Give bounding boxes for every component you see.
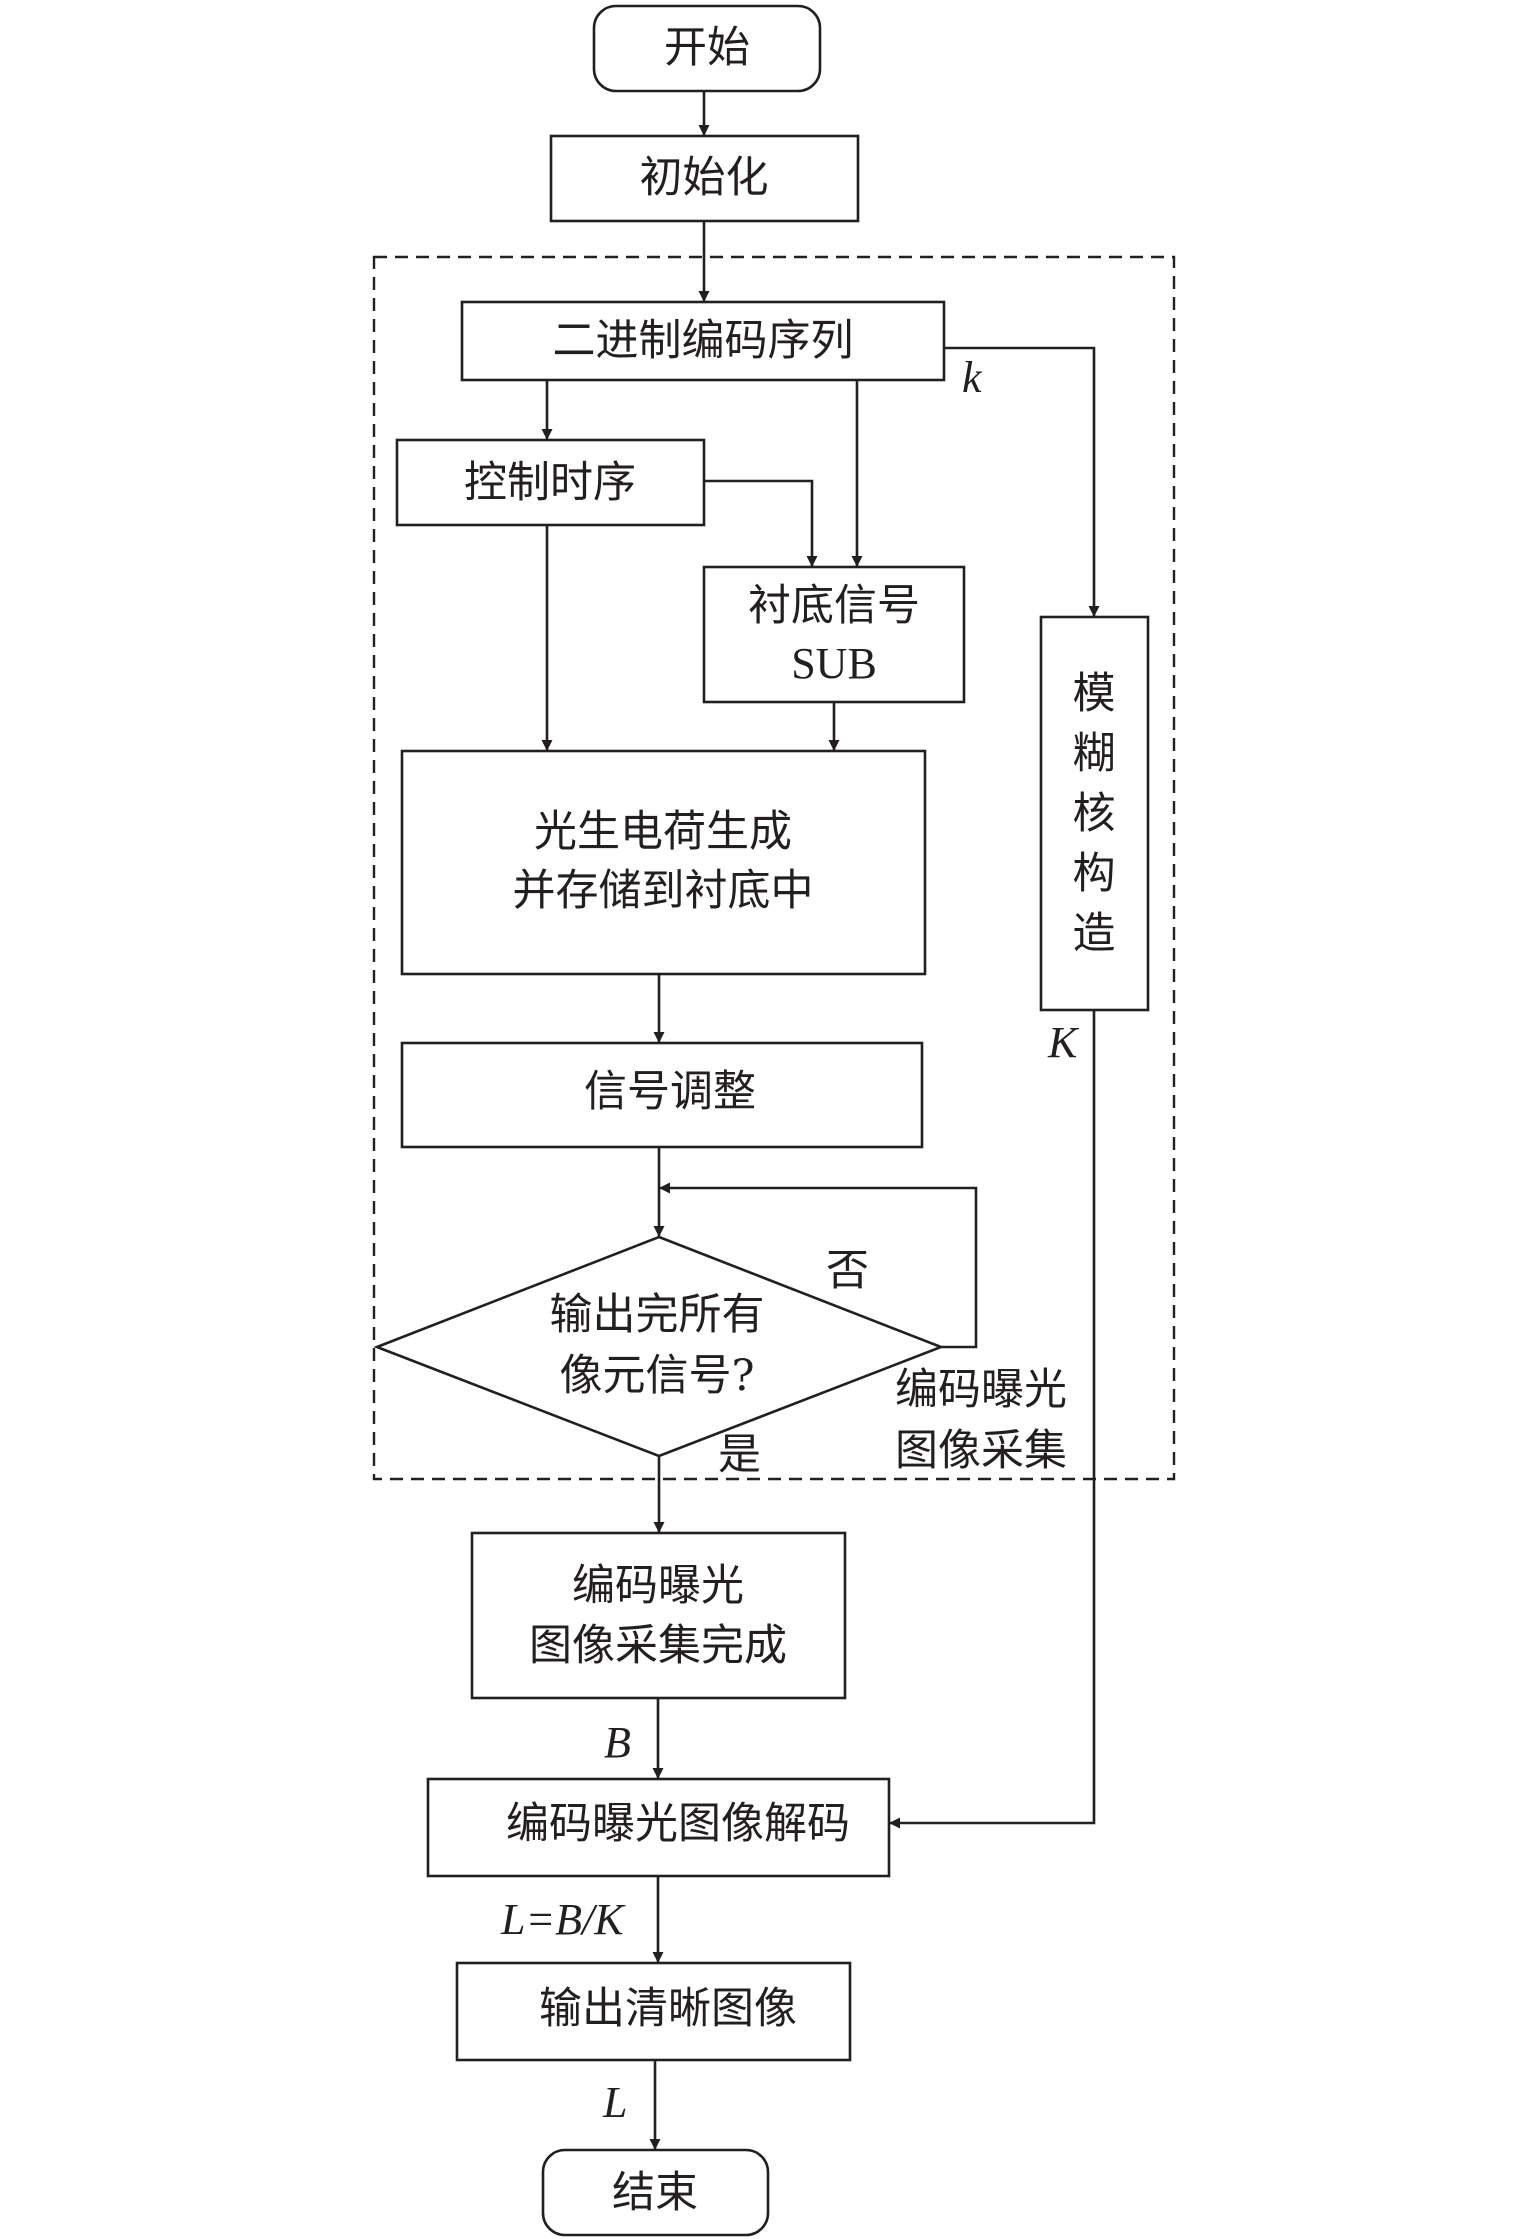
group-label-line1: 编码曝光 bbox=[895, 1365, 1067, 1415]
edge-decision-no-loop bbox=[659, 1182, 978, 1349]
charge-generation-node: 光生电荷生成 并存储到衬底中 bbox=[400, 749, 927, 976]
decode-label: 编码曝光图像解码 bbox=[506, 1799, 850, 1849]
decode-node: 编码曝光图像解码 bbox=[426, 1777, 891, 1878]
edge-label-no: 否 bbox=[826, 1246, 869, 1296]
decision-node: 输出完所有 像元信号? bbox=[373, 1235, 945, 1458]
binary-code-label: 二进制编码序列 bbox=[553, 316, 854, 366]
end-label: 结束 bbox=[612, 2168, 698, 2218]
substrate-signal-node: 衬底信号 SUB bbox=[702, 565, 966, 704]
binary-code-node: 二进制编码序列 bbox=[460, 300, 946, 382]
blur-kernel-char-5: 造 bbox=[1073, 909, 1116, 959]
blur-kernel-char-3: 核 bbox=[1073, 789, 1116, 839]
acquisition-done-label-line1: 编码曝光 bbox=[572, 1561, 744, 1611]
acquisition-group-frame bbox=[372, 255, 1176, 1481]
start-label: 开始 bbox=[664, 23, 750, 73]
output-clear-label: 输出清晰图像 bbox=[539, 1984, 797, 2034]
output-clear-node: 输出清晰图像 bbox=[455, 1961, 852, 2062]
blur-kernel-node: 模 糊 核 构 造 bbox=[1039, 615, 1150, 1012]
edge-label-L: L bbox=[602, 2078, 627, 2127]
charge-generation-label-line2: 并存储到衬底中 bbox=[513, 866, 814, 916]
decision-label-line2: 像元信号? bbox=[559, 1351, 754, 1401]
edge-binary-to-blur bbox=[944, 346, 1100, 617]
edge-label-K: K bbox=[1047, 1018, 1080, 1067]
substrate-signal-label-line2: SUB bbox=[791, 639, 877, 688]
init-node: 初始化 bbox=[549, 134, 860, 223]
acquisition-done-label-line2: 图像采集完成 bbox=[529, 1621, 787, 1671]
blur-kernel-char-4: 构 bbox=[1073, 849, 1116, 899]
edge-label-yes: 是 bbox=[718, 1430, 761, 1480]
control-timing-label: 控制时序 bbox=[464, 458, 636, 508]
edge-label-L-equation: L=B/K bbox=[500, 1895, 626, 1944]
group-label-line2: 图像采集 bbox=[895, 1426, 1067, 1476]
edge-label-B: B bbox=[604, 1718, 631, 1767]
edge-blur-to-decode bbox=[889, 1010, 1096, 1829]
charge-generation-label-line1: 光生电荷生成 bbox=[534, 807, 792, 857]
signal-adjust-label: 信号调整 bbox=[584, 1067, 756, 1117]
init-label: 初始化 bbox=[640, 153, 769, 203]
start-node: 开始 bbox=[592, 4, 822, 93]
blur-kernel-char-1: 模 bbox=[1073, 669, 1116, 719]
acquisition-done-node: 编码曝光 图像采集完成 bbox=[470, 1531, 847, 1700]
decision-label-line1: 输出完所有 bbox=[550, 1290, 765, 1340]
blur-kernel-char-2: 糊 bbox=[1073, 729, 1116, 779]
signal-adjust-node: 信号调整 bbox=[400, 1041, 924, 1149]
edge-label-k: k bbox=[962, 353, 983, 402]
control-timing-node: 控制时序 bbox=[395, 438, 706, 527]
edge-control-to-substrate bbox=[704, 479, 818, 567]
end-node: 结束 bbox=[541, 2148, 770, 2237]
substrate-signal-label-line1: 衬底信号 bbox=[748, 581, 920, 631]
